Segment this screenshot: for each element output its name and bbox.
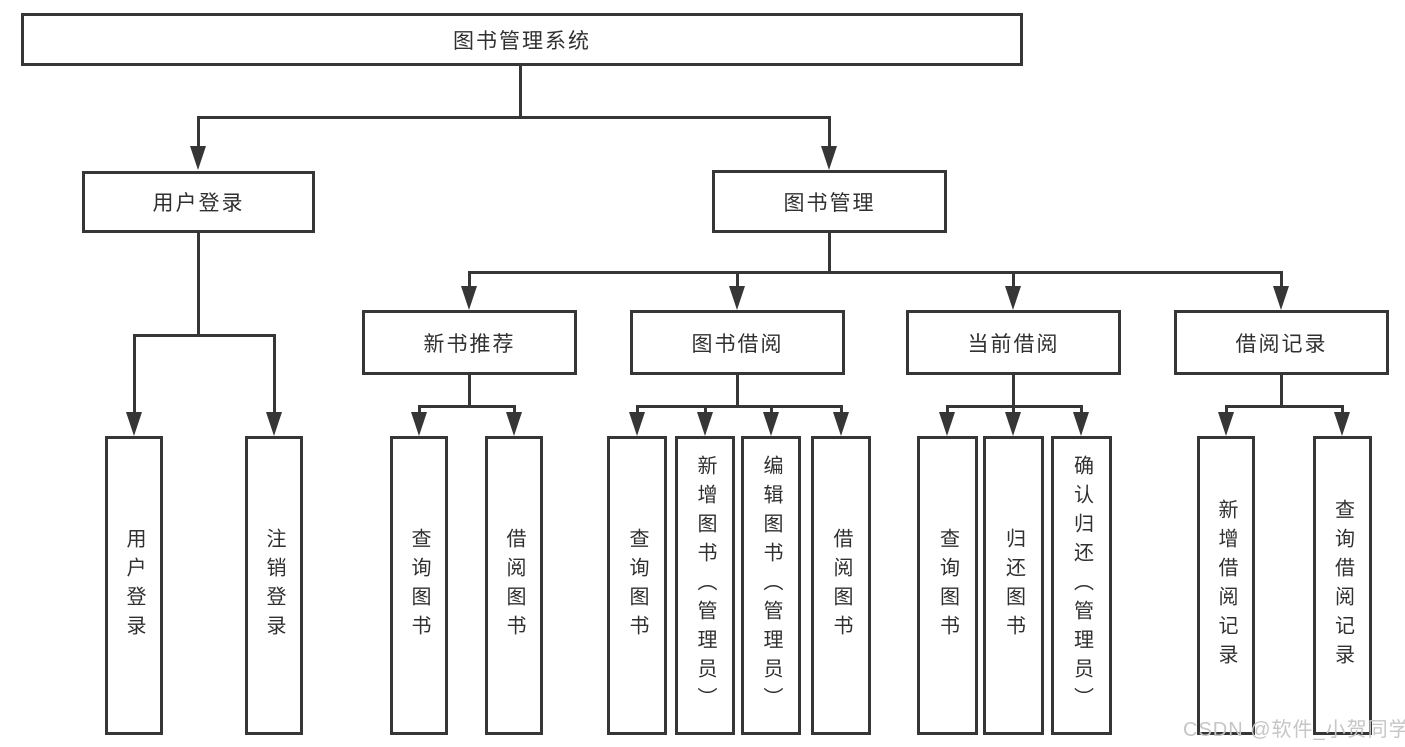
arrow-down-icon (1218, 412, 1234, 436)
connector-hline (197, 116, 831, 119)
arrow-down-icon (190, 146, 206, 170)
leaf-query-book-borrow-label: 查询图书 (626, 527, 648, 644)
arrow-down-icon (939, 412, 955, 436)
csdn-watermark: CSDN @软件_小贺同学 (1183, 719, 1405, 741)
leaf-return-book: 归还图书 (983, 436, 1044, 735)
leaf-query-book-recommend: 查询图书 (390, 436, 448, 735)
leaf-query-book-borrow: 查询图书 (607, 436, 667, 735)
leaf-borrow-book-recommend: 借阅图书 (485, 436, 543, 735)
arrow-down-icon (821, 146, 837, 170)
arrow-down-icon (763, 412, 779, 436)
connector-vline (736, 271, 739, 289)
node-new-book-recommend: 新书推荐 (362, 310, 577, 375)
node-user-login: 用户登录 (82, 171, 315, 233)
connector-vline (1280, 373, 1283, 408)
arrow-down-icon (1005, 286, 1021, 310)
arrow-down-icon (1005, 412, 1021, 436)
leaf-add-book-admin-label: 新增图书（管理员） (694, 455, 716, 716)
leaf-confirm-return-admin: 确认归还（管理员） (1051, 436, 1112, 735)
leaf-query-borrow-record-label: 查询借阅记录 (1331, 498, 1354, 673)
arrow-down-icon (506, 412, 522, 436)
arrow-down-icon (629, 412, 645, 436)
arrow-down-icon (126, 412, 142, 436)
connector-vline (197, 116, 200, 150)
arrow-down-icon (1273, 286, 1289, 310)
connector-vline (840, 405, 843, 417)
connector-vline (468, 373, 471, 408)
leaf-borrow-book-recommend-label: 借阅图书 (503, 527, 525, 644)
connector-hline (636, 405, 843, 408)
connector-vline (828, 116, 831, 150)
arrow-down-icon (697, 412, 713, 436)
connector-vline (468, 271, 471, 289)
connector-vline (1225, 405, 1228, 417)
node-borrow-record: 借阅记录 (1174, 310, 1389, 375)
connector-vline (636, 405, 639, 417)
leaf-user-login: 用户登录 (105, 436, 163, 735)
connector-vline (1012, 405, 1015, 417)
arrow-down-icon (266, 412, 282, 436)
leaf-query-borrow-record: 查询借阅记录 (1313, 436, 1372, 735)
connector-hline (133, 334, 276, 337)
arrow-down-icon (411, 412, 427, 436)
connector-vline (1012, 373, 1015, 408)
leaf-logout-label: 注销登录 (263, 527, 285, 644)
node-new-book-recommend-label: 新书推荐 (423, 332, 516, 356)
connector-hline (468, 271, 1283, 274)
arrow-down-icon (1073, 412, 1089, 436)
node-current-borrow: 当前借阅 (906, 310, 1121, 375)
leaf-borrow-book-label: 借阅图书 (830, 527, 852, 644)
node-book-borrow-label: 图书借阅 (691, 332, 784, 356)
leaf-edit-book-admin: 编辑图书（管理员） (741, 436, 801, 735)
node-borrow-record-label: 借阅记录 (1235, 332, 1328, 356)
node-user-login-label: 用户登录 (152, 192, 245, 215)
leaf-logout: 注销登录 (245, 436, 303, 735)
connector-vline (828, 232, 831, 274)
leaf-add-borrow-record-label: 新增借阅记录 (1215, 498, 1237, 673)
connector-vline (197, 231, 200, 337)
connector-hline (1225, 405, 1344, 408)
leaf-add-book-admin: 新增图书（管理员） (675, 436, 735, 735)
leaf-query-book-current: 查询图书 (917, 436, 978, 735)
connector-vline (704, 405, 707, 417)
leaf-query-book-recommend-label: 查询图书 (408, 527, 430, 644)
leaf-add-borrow-record: 新增借阅记录 (1197, 436, 1255, 735)
connector-vline (519, 66, 522, 118)
node-book-borrow: 图书借阅 (630, 310, 845, 375)
connector-vline (946, 405, 949, 417)
connector-vline (1012, 271, 1015, 289)
connector-vline (1341, 405, 1344, 417)
connector-vline (736, 373, 739, 408)
connector-vline (418, 405, 421, 417)
arrow-down-icon (833, 412, 849, 436)
arrow-down-icon (1334, 412, 1350, 436)
leaf-confirm-return-admin-label: 确认归还（管理员） (1070, 455, 1093, 716)
node-root: 图书管理系统 (21, 13, 1023, 66)
leaf-borrow-book: 借阅图书 (811, 436, 871, 735)
node-root-label: 图书管理系统 (453, 29, 591, 53)
connector-vline (1280, 271, 1283, 289)
connector-vline (513, 405, 516, 417)
node-book-management-label: 图书管理 (783, 191, 876, 215)
connector-vline (1080, 405, 1083, 417)
leaf-return-book-label: 归还图书 (1002, 527, 1025, 644)
node-current-borrow-label: 当前借阅 (967, 332, 1060, 356)
leaf-edit-book-admin-label: 编辑图书（管理员） (760, 455, 782, 716)
connector-vline (133, 334, 136, 416)
leaf-user-login-label: 用户登录 (123, 527, 145, 644)
leaf-query-book-current-label: 查询图书 (936, 527, 959, 644)
arrow-down-icon (729, 286, 745, 310)
connector-hline (418, 405, 516, 408)
arrow-down-icon (461, 286, 477, 310)
connector-vline (770, 405, 773, 417)
connector-vline (273, 334, 276, 416)
node-book-management: 图书管理 (712, 170, 947, 233)
